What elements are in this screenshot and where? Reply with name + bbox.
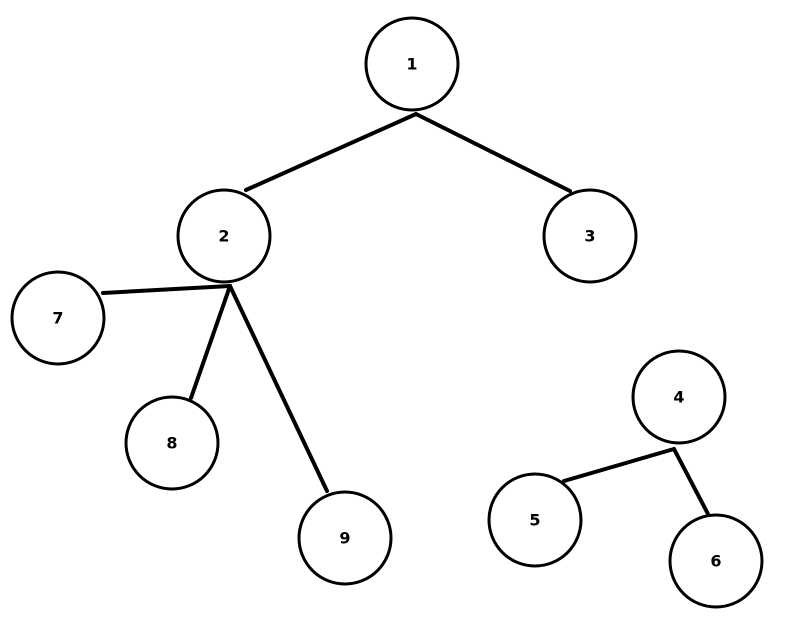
edge-2-9 (228, 284, 329, 493)
node-label-4: 4 (673, 388, 684, 407)
node-circle-6 (668, 513, 764, 609)
node-label-7: 7 (52, 309, 63, 328)
node-circle-2 (176, 188, 272, 284)
node-circle-7 (10, 270, 106, 366)
node-label-5: 5 (529, 511, 540, 530)
edge-1-3 (414, 112, 572, 193)
edge-1-2 (244, 112, 418, 192)
node-1: 1 (364, 16, 460, 112)
node-label-2: 2 (218, 227, 229, 246)
node-circle-3 (542, 188, 638, 284)
edge-4-5 (562, 447, 676, 483)
node-2: 2 (176, 188, 272, 284)
edges-layer (101, 112, 710, 516)
node-circle-9 (297, 490, 393, 586)
node-3: 3 (542, 188, 638, 284)
node-9: 9 (297, 490, 393, 586)
node-label-3: 3 (584, 227, 595, 246)
node-4: 4 (631, 349, 727, 445)
node-7: 7 (10, 270, 106, 366)
edge-4-6 (672, 447, 710, 516)
nodes-layer: 1 2 3 7 8 9 4 5 6 (10, 16, 764, 609)
node-label-1: 1 (406, 55, 417, 74)
edge-2-8 (189, 284, 232, 400)
node-circle-4 (631, 349, 727, 445)
edge-2-7 (101, 284, 232, 295)
node-label-9: 9 (339, 529, 350, 548)
node-circle-1 (364, 16, 460, 112)
node-label-8: 8 (166, 434, 177, 453)
node-circle-5 (487, 472, 583, 568)
node-label-6: 6 (710, 552, 721, 571)
node-circle-8 (124, 395, 220, 491)
node-8: 8 (124, 395, 220, 491)
node-5: 5 (487, 472, 583, 568)
node-6: 6 (668, 513, 764, 609)
